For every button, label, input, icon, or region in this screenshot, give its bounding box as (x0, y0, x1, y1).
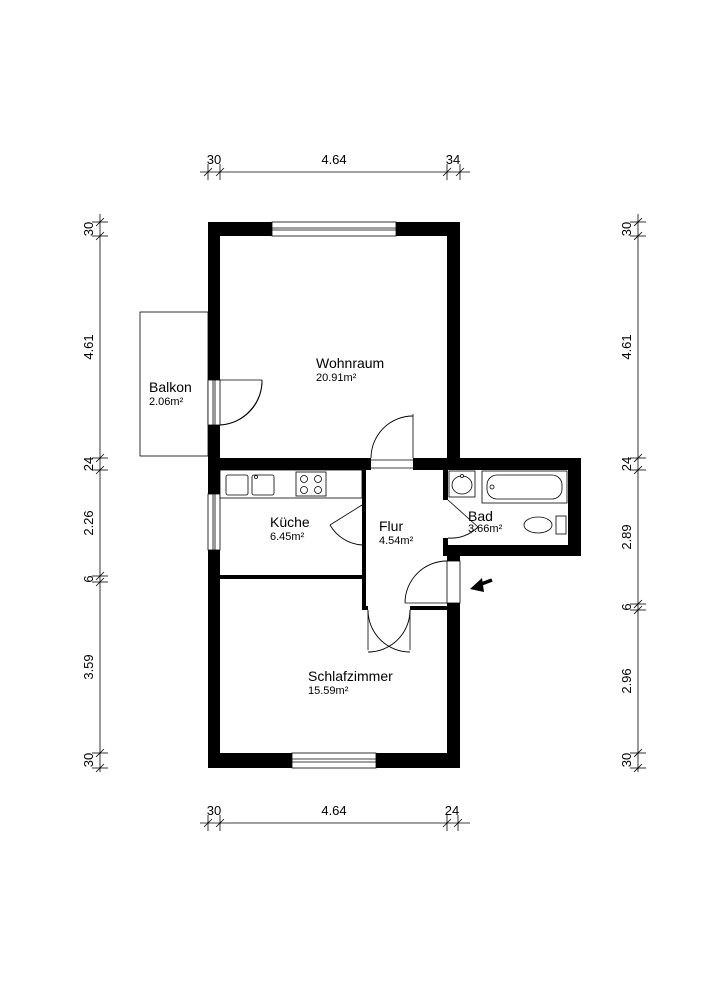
dim-left-3: 24 (81, 457, 96, 471)
door-bath (447, 499, 479, 539)
kitchen-counter (219, 469, 363, 499)
door-balcony (219, 379, 263, 426)
dim-right-3: 24 (619, 457, 634, 471)
bottom-dimension-chain: 30 4.64 24 (200, 803, 470, 831)
dim-bottom-1: 30 (207, 803, 221, 818)
entrance-arrow-icon (470, 578, 493, 592)
room-label-schlafzimmer: Schlafzimmer (308, 668, 393, 684)
dim-left-5: 6 (81, 575, 96, 582)
room-label-wohnraum: Wohnraum (316, 355, 384, 371)
stove-icon (295, 471, 327, 497)
dim-top-1: 30 (207, 152, 221, 167)
dim-left-6: 3.59 (81, 654, 96, 679)
bathtub-icon (481, 470, 568, 504)
dim-right-2: 4.61 (619, 334, 634, 359)
room-label-bad: Bad (468, 508, 493, 524)
room-label-balkon: Balkon (149, 379, 192, 395)
door-living-flur (370, 414, 414, 470)
room-labels: Wohnraum 20.91m² Balkon 2.06m² Küche 6.4… (149, 355, 503, 697)
dim-top-2: 4.64 (321, 152, 346, 167)
doors (219, 379, 479, 653)
windows (207, 221, 397, 769)
right-dimension-chain: 30 4.61 24 2.89 6 2.96 30 (619, 214, 646, 773)
bathroom-fixtures (448, 470, 568, 535)
top-dimension-chain: 30 4.64 34 (200, 152, 470, 180)
room-area-flur: 4.54m² (379, 535, 414, 547)
dim-left-1: 30 (81, 222, 96, 236)
dim-right-7: 30 (619, 753, 634, 767)
left-dimension-chain: 30 4.61 24 2.26 6 3.59 30 (81, 214, 108, 773)
dim-right-5: 6 (619, 603, 634, 610)
dim-right-6: 2.96 (619, 668, 634, 693)
door-bedroom (367, 609, 411, 653)
toilet-icon (523, 515, 567, 535)
sink-icon (225, 474, 275, 496)
dim-top-3: 34 (446, 152, 460, 167)
door-entrance (404, 560, 461, 604)
room-label-flur: Flur (379, 518, 403, 534)
dim-right-1: 30 (619, 222, 634, 236)
washbasin-icon (448, 470, 476, 498)
dim-left-7: 30 (81, 753, 96, 767)
room-area-wohnraum: 20.91m² (316, 372, 357, 384)
balcony-door-opening (207, 379, 221, 426)
window-living-top (271, 221, 397, 237)
room-area-kueche: 6.45m² (270, 531, 305, 543)
door-kitchen (329, 504, 363, 546)
room-area-schlafzimmer: 15.59m² (308, 685, 349, 697)
dim-bottom-3: 24 (445, 803, 459, 818)
window-bedroom-bottom (291, 752, 377, 769)
dim-left-4: 2.26 (81, 510, 96, 535)
room-area-balkon: 2.06m² (149, 396, 184, 408)
walls (208, 222, 581, 768)
dim-bottom-2: 4.64 (321, 803, 346, 818)
dim-left-2: 4.61 (81, 334, 96, 359)
window-kitchen-left (207, 493, 221, 551)
room-label-kueche: Küche (270, 514, 310, 530)
room-area-bad: 3.66m² (468, 523, 503, 535)
dim-right-4: 2.89 (619, 524, 634, 549)
